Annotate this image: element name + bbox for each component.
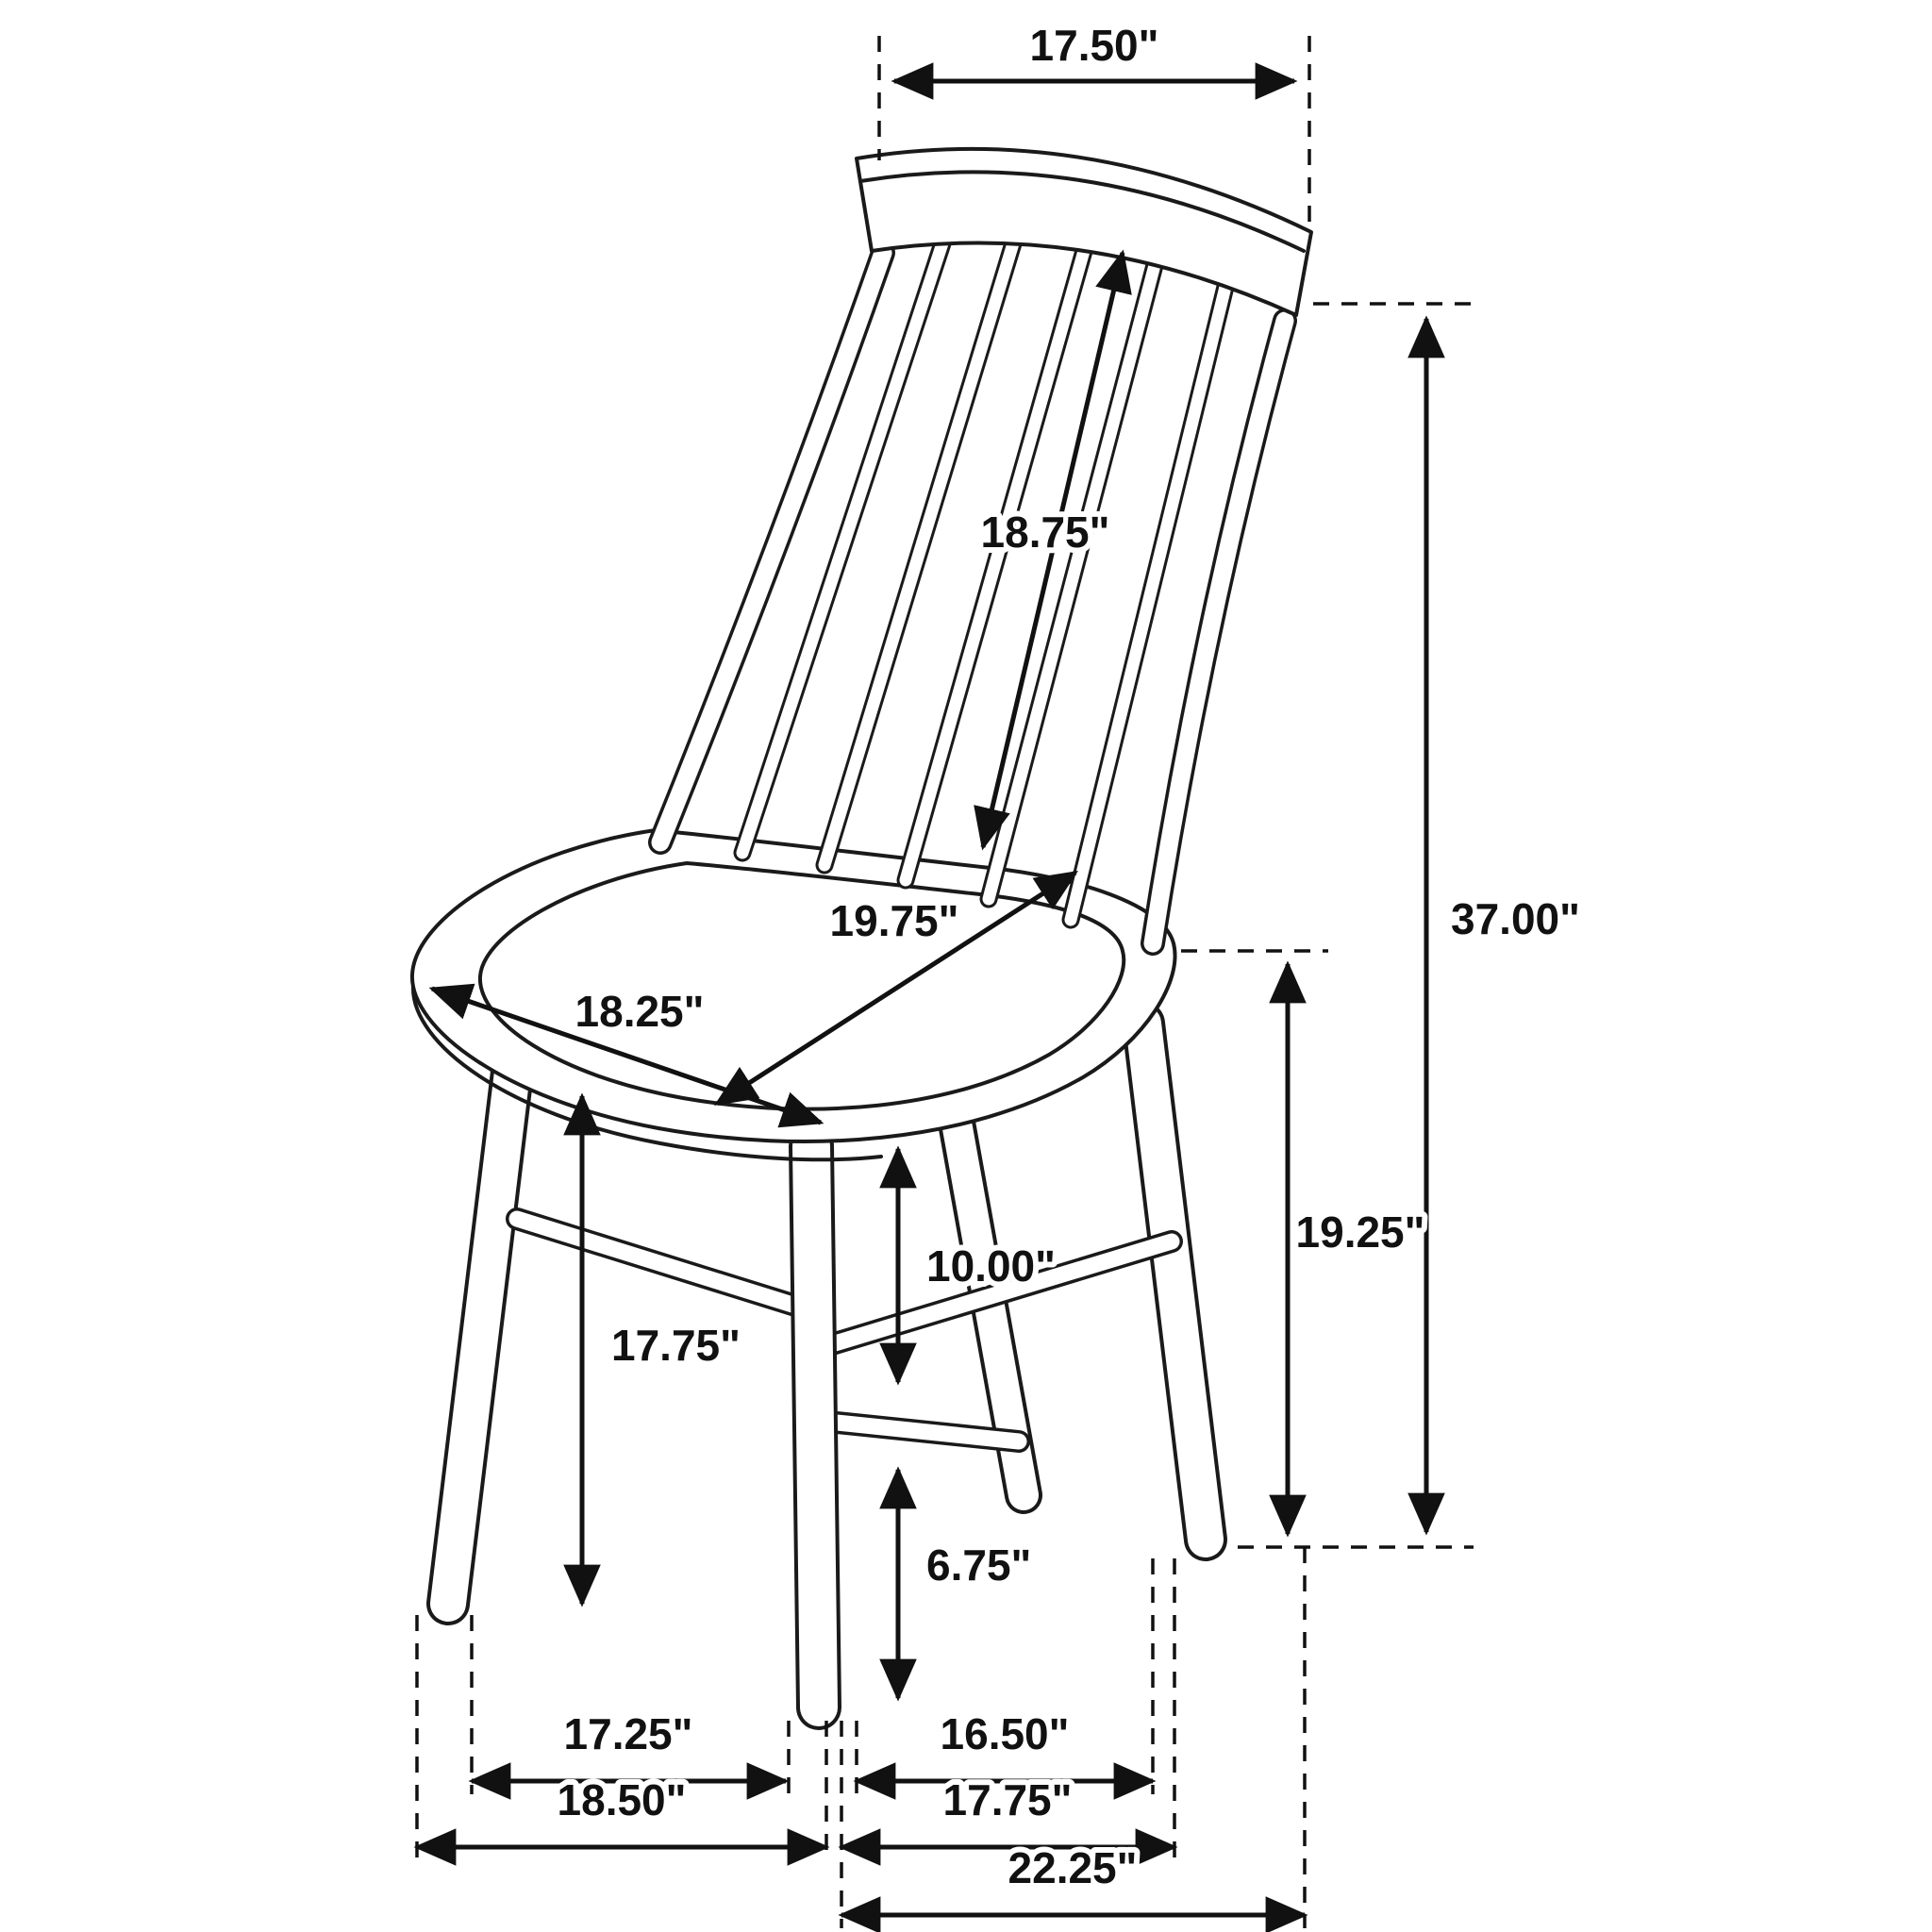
dim-back-length: 18.75" [974, 249, 1132, 851]
dim-label-front-width-outer: 18.50" [558, 1775, 687, 1824]
dim-label-back-length: 18.75" [981, 508, 1110, 557]
dim-label-seat-to-stretcher: 10.00" [926, 1241, 1056, 1291]
chair-back-spindles [648, 234, 1297, 956]
dim-seat-to-stretcher: 10.00" [879, 1145, 1061, 1386]
dim-overall-depth: 22.25" [838, 1838, 1308, 1932]
crest-rail-top-edge [858, 170, 1306, 253]
dim-front-width-inner: 17.25" [468, 1704, 790, 1800]
dim-label-seat-width: 18.25" [575, 987, 705, 1036]
dim-label-stretcher-to-floor: 6.75" [926, 1541, 1031, 1590]
dim-label-overall-depth: 22.25" [1008, 1843, 1138, 1892]
dim-side-depth-outer: 17.75" [838, 1770, 1178, 1866]
dim-label-side-depth-inner: 16.50" [941, 1709, 1070, 1758]
chair-crest-rail [855, 146, 1313, 317]
dim-front-width-outer: 18.50" [413, 1770, 830, 1866]
dim-side-depth-inner: 16.50" [853, 1704, 1157, 1800]
bottom-extension-lines [415, 1547, 1307, 1928]
dim-label-seat-height: 19.25" [1296, 1208, 1425, 1257]
crest-rail [855, 146, 1313, 317]
dim-label-top-width: 17.50" [1030, 21, 1159, 70]
dim-label-seat-depth: 19.75" [830, 896, 959, 945]
dim-seat-height: 19.25" [1181, 949, 1430, 1538]
dim-label-leg-height: 17.75" [611, 1321, 741, 1370]
dim-overall-height: 37.00" [1238, 302, 1586, 1549]
dimension-annotations: 17.50" 18.75" 37.00" 19.75" 18.25" [413, 15, 1586, 1932]
dim-top-width: 17.50" [877, 15, 1311, 226]
dim-label-side-depth-outer: 17.75" [943, 1775, 1073, 1824]
dim-label-front-width-inner: 17.25" [564, 1709, 693, 1758]
dim-seat-width: 18.25" [428, 981, 824, 1128]
dim-seat-depth: 19.75" [713, 870, 1079, 1107]
dim-leg-height: 17.75" [563, 1092, 746, 1607]
dim-stretcher-to-floor: 6.75" [879, 1466, 1037, 1702]
dim-label-overall-height: 37.00" [1451, 894, 1580, 943]
